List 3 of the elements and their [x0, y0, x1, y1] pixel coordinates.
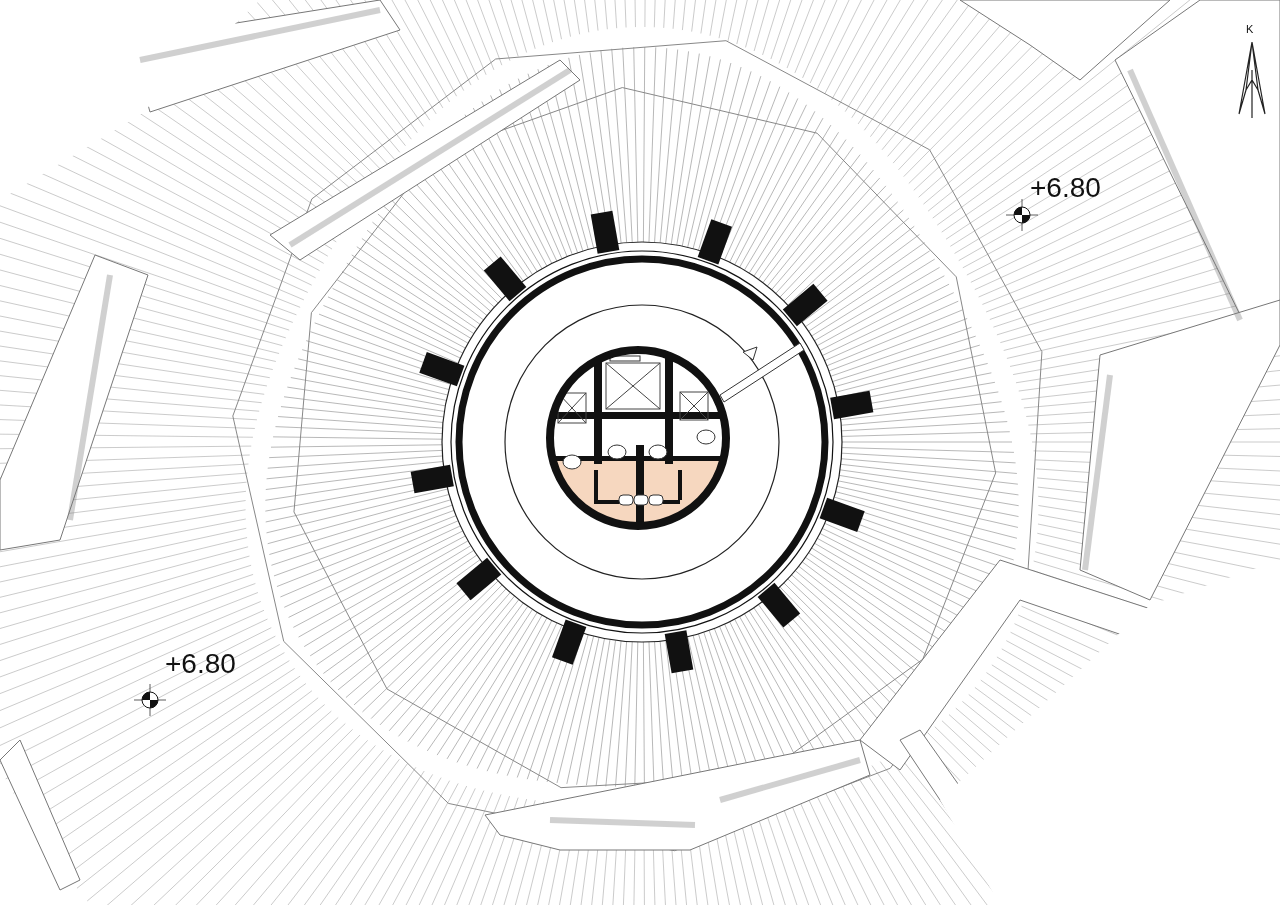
level-label: +6.80: [1030, 174, 1101, 202]
level-label: +6.80: [165, 650, 236, 678]
north-label: K: [1246, 24, 1254, 35]
